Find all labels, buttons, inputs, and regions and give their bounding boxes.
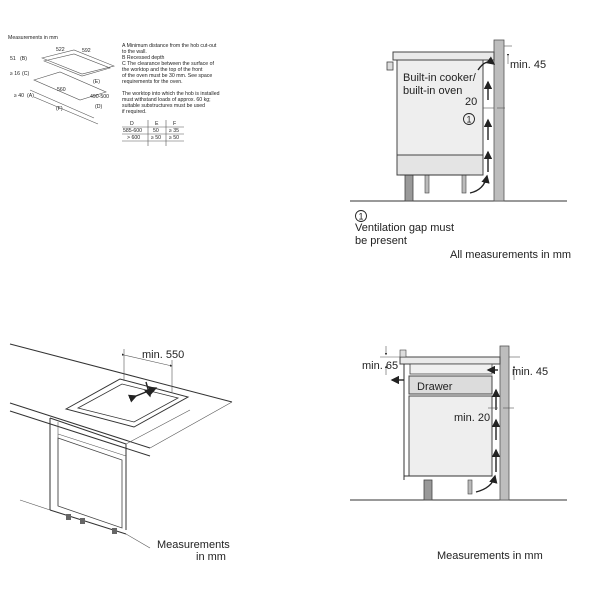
note-line: suitable substructures must be used [122, 103, 205, 109]
note-line: C The clearance between the surface of [122, 61, 214, 67]
note-line: The worktop into which the hob is instal… [122, 91, 220, 97]
label-b: (B) [20, 56, 27, 62]
wall [499, 345, 510, 501]
table-cell: ≥ 50 [169, 135, 179, 141]
tr-legend-line2: be present [355, 235, 407, 247]
note-line: the worktop and the top of the front [122, 67, 203, 73]
label-c: (C) [22, 71, 29, 77]
cabinet-leg [461, 174, 467, 194]
label-a: (A) [27, 93, 34, 99]
hob-body [409, 363, 493, 375]
worktop-edge-2 [33, 96, 99, 125]
dim-16: ≥ 16 [10, 71, 20, 77]
cabinet-leg [66, 514, 71, 520]
dim-490: 490-500 [90, 94, 109, 100]
br-footer: Measurements in mm [437, 550, 543, 562]
table-header: F [173, 121, 176, 127]
cabinet-leg [467, 479, 473, 495]
table-cell: 50 [153, 128, 159, 134]
bl-min550: min. 550 [142, 349, 184, 361]
label-d: (D) [95, 104, 102, 110]
label-f: (F) [56, 106, 63, 112]
dim-40: ≥ 40 [14, 93, 24, 99]
br-min45: min. 45 [512, 366, 548, 378]
dim-522: 522 [56, 47, 65, 53]
worktop [399, 356, 501, 365]
oven-label-line1: Built-in cooker/ [403, 72, 477, 84]
note-line: must withstand loads of approx. 60 kg; [122, 97, 211, 103]
oven-cabinet [396, 59, 484, 156]
note-line: of the oven must be 30 mm. See space [122, 73, 212, 79]
hob-inner-plate [42, 53, 111, 77]
table-header: E [155, 121, 159, 127]
br-drawer-label: Drawer [417, 381, 453, 393]
dim-51: 51 [10, 56, 16, 62]
hob-top-plate [41, 49, 115, 75]
worktop-edge [29, 89, 95, 119]
cabinet-leg [80, 518, 85, 524]
table-cell: 585-600 [123, 128, 142, 134]
notes-block: A Minimum distance from the hob cut-out … [122, 43, 220, 115]
wall [493, 39, 505, 202]
table-cell: > 600 [127, 135, 140, 141]
tr-gap20: 20 [465, 96, 477, 108]
table-cell: ≥ 35 [169, 128, 179, 134]
tl-heading: Measurements in mm [8, 35, 58, 41]
bl-footer-line2: in mm [196, 551, 226, 563]
vent-arrow-top [477, 56, 496, 71]
legend-marker-circle [355, 210, 367, 222]
clearance-table: D E F 585-600 50 ≥ 35 > 600 ≥ 50 ≥ 50 [122, 120, 184, 146]
worktop [392, 51, 495, 61]
note-line: requirements for the oven. [122, 79, 183, 85]
hob-cutout-panel: Measurements in mm 522 592 51 (B) ≥ 16 (… [8, 35, 220, 146]
note-line: A Minimum distance from the hob cut-out [122, 43, 217, 49]
tr-marker: 1 [467, 115, 472, 125]
tr-legend-marker: 1 [359, 212, 364, 222]
cutout-outline [33, 71, 107, 101]
oven-opening [57, 437, 123, 529]
br-min20: min. 20 [454, 412, 490, 424]
lower-cabinet [408, 395, 493, 477]
knob [386, 61, 394, 71]
drawer-panel: Drawer min. 65 min. 45 min. 20 Measureme… [350, 345, 567, 562]
cutout-arrow-v [144, 381, 153, 398]
vent-arrow-bottom [469, 174, 490, 194]
table-cell: ≥ 50 [151, 135, 161, 141]
drawer [408, 375, 493, 395]
note-line: if required. [122, 109, 147, 115]
note-line: B Recessed depth [122, 55, 165, 61]
table-header: D [130, 121, 134, 127]
builtin-oven-panel: Built-in cooker/ built-in oven min. 45 2… [350, 39, 571, 261]
note-line: to the wall. [122, 49, 147, 55]
tr-legend-line1: Ventilation gap must [355, 222, 454, 234]
worktop-back-edge [9, 343, 233, 403]
worktop-front-edge [9, 402, 151, 449]
tr-footer: All measurements in mm [450, 249, 571, 261]
worktop-perspective-panel: min. 550 Measurements in mm [9, 343, 233, 563]
br-min65: min. 65 [362, 360, 398, 372]
oven-label-line2: built-in oven [403, 85, 462, 97]
bl-footer-line1: Measurements [157, 539, 230, 551]
cabinet-leg [112, 528, 117, 534]
vent-arrow-bottom [475, 474, 498, 493]
tr-min45: min. 45 [510, 59, 546, 71]
marker-circle [463, 113, 475, 125]
plinth-panel [396, 154, 484, 176]
label-e: (E) [93, 79, 100, 85]
cabinet-leg [423, 479, 433, 501]
dim-592: 592 [82, 48, 91, 54]
cabinet-leg [404, 174, 414, 202]
cabinet-leg [424, 174, 430, 194]
dim-560: 560 [57, 87, 66, 93]
